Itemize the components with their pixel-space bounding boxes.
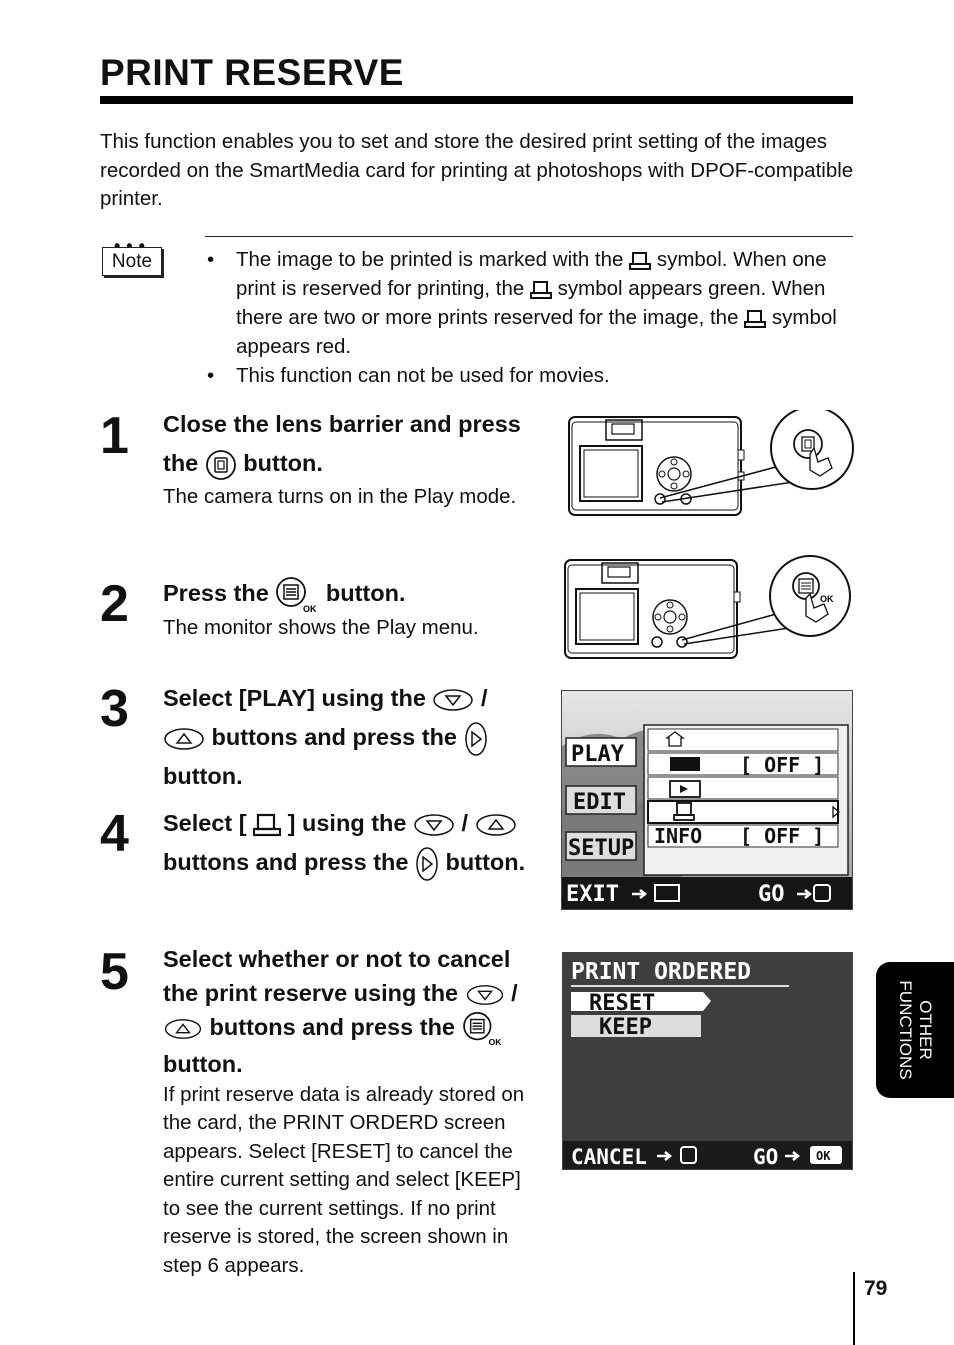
step-5: Select whether or not to cancel the prin… <box>163 942 543 1280</box>
up-arrow-button-icon <box>164 728 204 750</box>
bullet-icon: • <box>207 248 215 271</box>
ok-label: OK <box>816 1149 831 1163</box>
row-value: [ OFF ] <box>740 824 824 848</box>
note-item: • This function can not be used for movi… <box>207 361 847 390</box>
tab-edit: EDIT <box>573 790 626 815</box>
camera-back-illustration <box>568 410 854 516</box>
print-symbol-icon <box>529 280 552 299</box>
reset-option: RESET <box>589 991 655 1016</box>
page-title: PRINT RESERVE <box>100 52 404 93</box>
bullet-icon: • <box>207 364 215 387</box>
step-number: 2 <box>100 575 129 633</box>
step-body: If print reserve data is already stored … <box>163 1082 525 1277</box>
step-body: The camera turns on in the Play mode. <box>163 485 517 508</box>
exit-label: EXIT <box>566 882 619 907</box>
arrow-icons <box>632 884 831 902</box>
ok-sublabel: OK <box>820 594 834 604</box>
page-number: 79 <box>864 1277 888 1300</box>
step-number: 3 <box>100 680 129 738</box>
up-arrow-button-icon <box>164 1018 202 1039</box>
play-button-icon <box>205 449 236 480</box>
print-ordered-screen: PRINT ORDERED RESET KEEP CANCEL GO OK <box>562 952 853 1170</box>
down-arrow-button-icon <box>466 984 503 1005</box>
note-list: • The image to be printed is marked with… <box>207 245 847 390</box>
step-body: The monitor shows the Play menu. <box>163 615 479 639</box>
slideshow-icon <box>669 780 701 798</box>
step-heading: Press the OK button. <box>163 574 538 614</box>
step-heading: Select [ ] using the / buttons and press… <box>163 804 538 882</box>
keep-option: KEEP <box>599 1015 652 1040</box>
row-label: INFO <box>654 824 702 848</box>
ok-sublabel: OK <box>303 604 317 614</box>
page-number-rule <box>853 1272 855 1345</box>
row-value: [ OFF ] <box>740 753 824 777</box>
step-4: Select [ ] using the / buttons and press… <box>163 804 538 882</box>
step-number: 5 <box>100 943 129 1001</box>
step-heading: Select whether or not to cancel the prin… <box>163 946 518 1077</box>
step-heading: Select [PLAY] using the / buttons and pr… <box>163 685 488 789</box>
step-number: 1 <box>100 407 129 465</box>
step-2: Press the OK button. The monitor shows t… <box>163 574 538 642</box>
protect-house-icon <box>665 731 685 747</box>
print-ordered-title: PRINT ORDERED <box>571 959 751 985</box>
down-arrow-button-icon <box>433 689 474 711</box>
title-underline <box>100 96 853 104</box>
key-icon <box>670 757 700 771</box>
note-badge: ••• Note <box>100 236 162 276</box>
note-item: • The image to be printed is marked with… <box>207 245 847 361</box>
print-symbol-icon <box>744 309 767 328</box>
go-label: GO <box>753 1145 778 1169</box>
up-arrow-button-icon <box>475 814 516 836</box>
print-symbol-icon <box>253 813 282 836</box>
section-side-tab: OTHER FUNCTIONS <box>876 962 954 1098</box>
menu-ok-button-icon: OK <box>276 576 317 614</box>
go-label: GO <box>758 882 785 907</box>
tab-setup: SETUP <box>568 836 634 861</box>
play-menu-screen: PLAY EDIT SETUP [ OFF ] INFO [ OFF ] EXI… <box>561 690 853 910</box>
camera-back-illustration: OK <box>564 555 851 659</box>
right-arrow-button-icon <box>416 847 438 881</box>
right-arrow-button-icon <box>464 722 487 756</box>
print-symbol-icon <box>629 251 652 270</box>
step-number: 4 <box>100 805 129 863</box>
note-divider <box>205 236 853 237</box>
menu-ok-button-icon: OK <box>462 1011 502 1047</box>
intro-paragraph: This function enables you to set and sto… <box>100 130 854 210</box>
step-heading: Close the lens barrier and press the but… <box>163 405 538 483</box>
print-screen-text: PRINT ORDERED RESET KEEP CANCEL GO OK <box>571 959 831 1169</box>
down-arrow-button-icon <box>414 814 454 836</box>
ok-sublabel: OK <box>488 1037 502 1047</box>
menu-screen-text: PLAY EDIT SETUP [ OFF ] INFO [ OFF ] EXI… <box>566 742 824 907</box>
step-3: Select [PLAY] using the / buttons and pr… <box>163 679 538 796</box>
side-tab-line1: OTHER <box>916 1000 935 1060</box>
tab-play: PLAY <box>571 742 625 767</box>
side-tab-line2: FUNCTIONS <box>896 980 915 1080</box>
step-1: Close the lens barrier and press the but… <box>163 405 538 512</box>
cancel-label: CANCEL <box>571 1145 647 1169</box>
note-label: Note <box>102 247 162 276</box>
